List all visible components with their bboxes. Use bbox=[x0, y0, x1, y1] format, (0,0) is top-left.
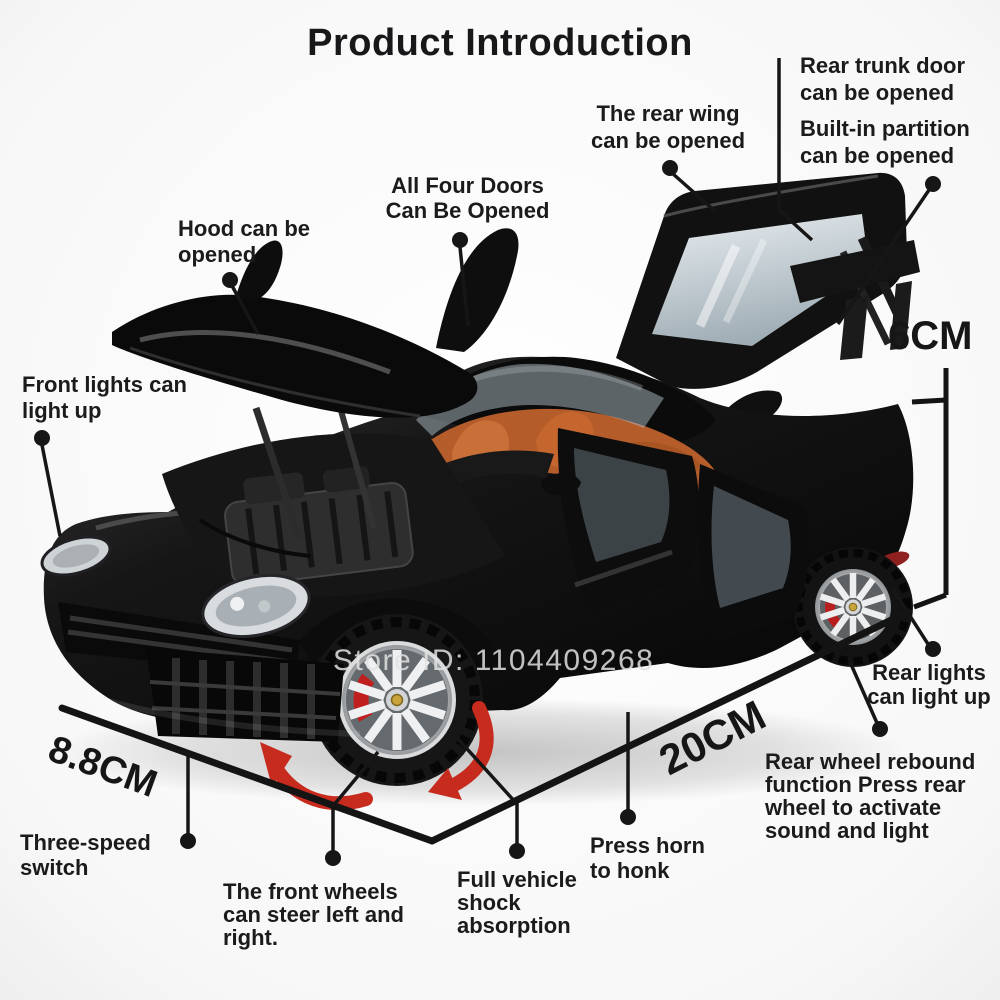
hood-strut bbox=[335, 399, 377, 529]
label-line: Hood can be bbox=[178, 216, 311, 241]
label-press-horn: Press horn to honk bbox=[590, 833, 705, 883]
label-line: can be opened bbox=[800, 143, 955, 168]
label-four-doors: All Four Doors Can Be Opened bbox=[375, 173, 560, 223]
lower-grille bbox=[146, 648, 344, 742]
width-measure-line bbox=[58, 704, 436, 845]
side-mirror bbox=[541, 473, 581, 496]
front-fascia bbox=[40, 535, 361, 742]
headlight-main bbox=[201, 573, 311, 639]
label-rear-trunk: Rear trunk door can be opened bbox=[800, 52, 965, 106]
label-line: can be opened bbox=[800, 80, 955, 105]
open-side-doors bbox=[557, 428, 810, 642]
callout-dots bbox=[34, 160, 941, 866]
label-line: sound and light bbox=[765, 818, 929, 843]
headlight-left bbox=[40, 535, 112, 577]
label-line: right. bbox=[223, 925, 278, 950]
height-measure-line bbox=[911, 368, 949, 610]
label-line: Full vehicle bbox=[457, 867, 577, 892]
steering-arrow-right bbox=[428, 701, 494, 800]
label-line: opened bbox=[178, 242, 257, 267]
label-rear-wing: The rear wing can be opened bbox=[578, 100, 758, 154]
front-fender bbox=[298, 598, 502, 670]
label-line: Can Be Opened bbox=[385, 198, 550, 223]
label-line: Built-in partition bbox=[800, 116, 970, 141]
label-hood: Hood can be opened bbox=[178, 216, 310, 268]
label-line: switch bbox=[20, 855, 89, 880]
page-title: Product Introduction bbox=[307, 22, 693, 64]
label-line: All Four Doors bbox=[391, 173, 544, 198]
label-rear-lights: Rear lights can light up bbox=[858, 661, 1000, 709]
label-line: can light up bbox=[867, 684, 991, 709]
label-partition: Built-in partition can be opened bbox=[800, 115, 970, 169]
hood-strut bbox=[252, 406, 304, 542]
open-hood bbox=[112, 240, 478, 542]
dimension-lines bbox=[58, 608, 912, 845]
label-rear-wheel-rebound: Rear wheel rebound function Press rear w… bbox=[765, 750, 975, 842]
label-line: Rear lights bbox=[872, 660, 986, 685]
front-wheel bbox=[311, 614, 483, 786]
label-front-lights: Front lights can light up bbox=[22, 372, 187, 424]
label-line: to honk bbox=[590, 858, 670, 883]
label-line: Rear wheel rebound bbox=[765, 749, 976, 774]
label-line: Front lights can bbox=[22, 372, 187, 397]
label-line: Three-speed bbox=[20, 830, 151, 855]
measure-height: 6CM bbox=[888, 314, 973, 358]
label-line: The rear wing bbox=[596, 101, 740, 126]
label-line: The front wheels bbox=[223, 879, 398, 904]
open-trunk-door bbox=[616, 172, 920, 389]
label-line: wheel to activate bbox=[765, 795, 942, 820]
label-line: Rear trunk door bbox=[800, 53, 966, 78]
rear-wing bbox=[790, 240, 920, 303]
rear-wheel bbox=[793, 547, 913, 667]
brake-caliper bbox=[353, 656, 441, 744]
label-three-speed-switch: Three-speed switch bbox=[20, 830, 151, 880]
label-line: shock bbox=[457, 890, 521, 915]
label-line: can steer left and bbox=[223, 902, 404, 927]
label-front-wheels: The front wheels can steer left and righ… bbox=[223, 880, 404, 949]
label-line: Press horn bbox=[590, 833, 705, 858]
label-line: can be opened bbox=[590, 128, 746, 153]
length-measure-line bbox=[428, 608, 912, 845]
watermark: Store ID: 1104409268 bbox=[333, 644, 655, 677]
label-shock-absorption: Full vehicle shock absorption bbox=[457, 868, 577, 937]
label-line: function Press rear bbox=[765, 772, 966, 797]
label-line: light up bbox=[22, 398, 102, 423]
label-line: absorption bbox=[457, 913, 571, 938]
